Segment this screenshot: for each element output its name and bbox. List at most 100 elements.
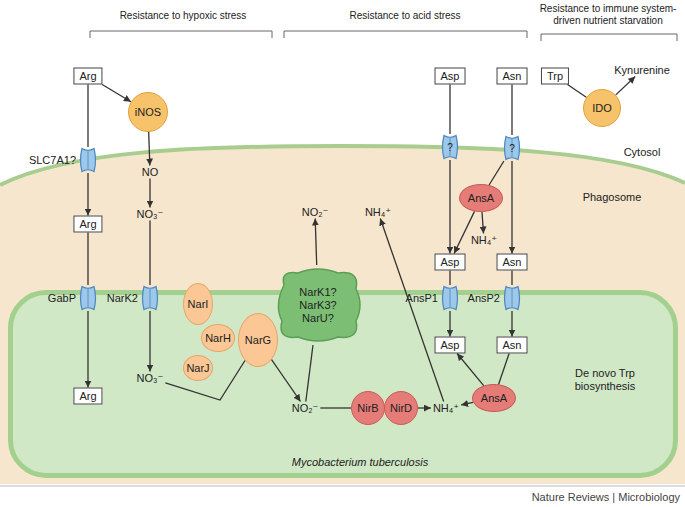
flow-arrow — [499, 354, 510, 385]
molecule-box: Asp — [435, 337, 466, 354]
node-text: NarK1? NarK3? NarU? — [293, 286, 343, 325]
annotation-label: Cytosol — [624, 146, 661, 158]
flow-arrow — [306, 345, 313, 402]
annotation-label: Resistance to immune system-driven nutri… — [537, 3, 679, 27]
node-text: Asp — [441, 70, 460, 82]
transporter-body — [443, 136, 458, 159]
node-text: NO₃⁻ — [137, 208, 164, 220]
flow-arrow — [102, 85, 131, 102]
node-text: AnsA — [481, 392, 507, 405]
molecule-box: Arg — [73, 68, 102, 85]
cell-label: Mycobacterium tuberculosis — [260, 456, 460, 469]
flow-arrow — [315, 219, 317, 266]
annotation-label: Resistance to acid stress — [349, 10, 460, 22]
node-text: Asp — [441, 339, 460, 351]
node-text: Asp — [441, 256, 460, 268]
section-bracket — [90, 31, 272, 38]
flow-arrow — [149, 132, 150, 166]
node-text: NH₄⁺ — [365, 206, 391, 218]
flow-arrow — [87, 311, 88, 388]
transporter-symbol: ? — [503, 135, 521, 161]
transporter-label: AnsP2 — [468, 292, 500, 305]
transporter-body — [81, 149, 96, 172]
transporter-symbol: SLC7A1? — [79, 147, 97, 173]
flow-arrow — [149, 311, 150, 372]
flow-arrow — [457, 354, 484, 386]
flow-arrow — [380, 219, 443, 402]
enzyme-circle: NirD — [384, 391, 418, 425]
transporter-complex: NarK1? NarK3? NarU? — [274, 265, 362, 345]
transporter-label: ? — [509, 142, 515, 155]
section-bracket — [541, 34, 677, 41]
transporter-label: SLC7A1? — [29, 154, 76, 167]
molecule-box: Asp — [435, 68, 466, 85]
flow-arrow — [568, 85, 587, 98]
transporter-symbol: GabP — [79, 285, 97, 311]
transporter-channel — [150, 289, 151, 307]
annotation-label: Nature Reviews | Microbiology — [532, 491, 680, 503]
transporter-channel — [88, 289, 89, 307]
enzyme-circle: IDO — [583, 89, 621, 127]
node-text: Arg — [79, 70, 96, 82]
node-text: NO₂⁻ — [292, 402, 319, 414]
molecule-label: NO₂⁻ — [290, 402, 321, 415]
enzyme-circle: AnsA — [472, 384, 516, 412]
molecule-label: NH₄⁺ — [363, 206, 393, 219]
molecule-label: Kynurenine — [612, 64, 672, 77]
flow-arrow — [489, 161, 504, 185]
node-text: NarJ — [186, 362, 209, 375]
flow-arrow — [461, 402, 473, 405]
transporter-body — [81, 287, 96, 310]
node-text: Arg — [79, 390, 96, 402]
flow-arrow — [149, 221, 150, 286]
complex-body — [278, 269, 360, 341]
flow-arrow — [87, 85, 88, 148]
molecule-box: Trp — [541, 68, 569, 85]
transporter-body — [505, 137, 520, 160]
node-text: Asn — [503, 256, 522, 268]
flow-arrow — [454, 211, 474, 253]
node-text: NarG — [245, 334, 271, 347]
flow-arrow — [511, 311, 512, 337]
node-text: NO₃⁻ — [137, 372, 164, 384]
flow-arrow — [87, 233, 88, 286]
node-text: IDO — [592, 102, 612, 115]
cell-label: De novo Trp biosynthesis — [565, 367, 645, 393]
enzyme-circle: iNOS — [128, 92, 168, 132]
transporter-channel — [450, 289, 451, 307]
section-bracket — [284, 31, 527, 38]
flow-arrow — [449, 85, 450, 135]
annotation-label: Phagosome — [583, 191, 642, 203]
node-text: NirD — [390, 402, 412, 415]
node-text: AnsA — [468, 192, 494, 205]
flow-arrow — [511, 85, 512, 136]
node-text: NarH — [205, 332, 231, 345]
footer-rule — [0, 486, 685, 487]
transporter-outline — [141, 285, 159, 311]
node-text: Asn — [503, 339, 522, 351]
transporter-body — [143, 287, 158, 310]
enzyme-circle: NarI — [183, 283, 213, 325]
transporter-symbol: AnsP2 — [503, 285, 521, 311]
node-text: NO₂⁻ — [302, 206, 329, 218]
transporter-label: GabP — [48, 292, 76, 305]
transporter-label: NarK2 — [107, 292, 138, 305]
transporter-outline — [79, 147, 97, 173]
node-text: Trp — [547, 70, 563, 82]
molecule-box: Arg — [73, 216, 102, 233]
transporter-outline — [503, 285, 521, 311]
enzyme-circle: NarJ — [183, 355, 213, 381]
transporter-outline — [79, 285, 97, 311]
transporter-symbol: AnsP1 — [441, 285, 459, 311]
transporter-outline — [441, 285, 459, 311]
molecule-box: Asn — [497, 68, 528, 85]
flow-arrow — [165, 361, 245, 401]
phagosome-membrane — [0, 146, 685, 185]
node-text: Kynurenine — [614, 64, 670, 76]
molecule-label: NO₂⁻ — [300, 206, 331, 219]
molecule-box: Asp — [435, 254, 466, 271]
flow-arrow — [482, 212, 484, 234]
flow-arrow — [449, 311, 450, 337]
flow-arrow — [320, 407, 351, 408]
